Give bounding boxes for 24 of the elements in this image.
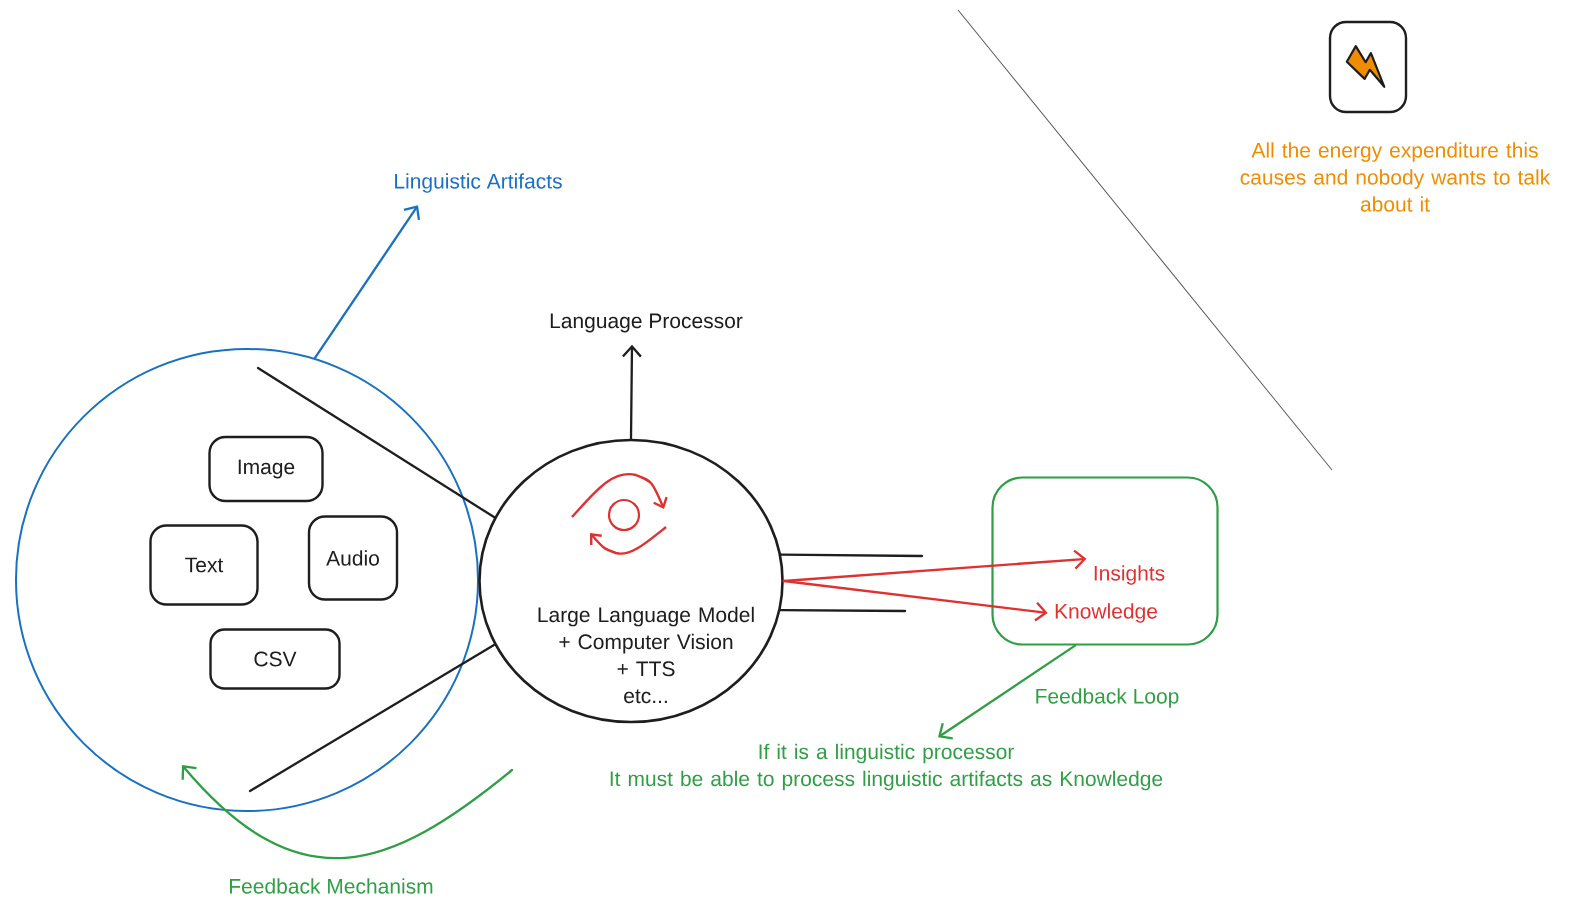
- connector-line: [780, 553, 924, 558]
- arrow: [181, 765, 514, 859]
- arrow: [622, 344, 642, 440]
- rounded-box: Audio: [307, 515, 399, 601]
- text-label: Language Processor: [550, 313, 743, 333]
- note-text: If it is a linguistic processor It must be able to process linguistic artifacts as Knowledge: [610, 743, 1163, 791]
- arrow: [938, 644, 1077, 740]
- rounded-box: Text: [149, 524, 259, 606]
- arrow: [782, 579, 1048, 622]
- node-label: All the energy expenditure this causes and nobody wants to talk about it: [1240, 142, 1551, 212]
- rounded-box: CSV: [209, 628, 341, 690]
- connector-line: [256, 366, 496, 519]
- arrow: [313, 205, 421, 360]
- edge-label: Feedback Mechanism: [224, 874, 438, 898]
- text-label: Linguistic Artifacts: [395, 173, 562, 193]
- text-label: Insights: [1094, 565, 1165, 585]
- connector-line: [779, 608, 907, 613]
- rounded-box: [991, 476, 1219, 646]
- text-label: Knowledge: [1055, 603, 1157, 623]
- icon-box: [1328, 20, 1408, 114]
- edge-label: Feedback Loop: [1030, 684, 1184, 712]
- rounded-box: Image: [208, 435, 324, 503]
- circle: [15, 348, 479, 812]
- connector-line: [248, 643, 496, 793]
